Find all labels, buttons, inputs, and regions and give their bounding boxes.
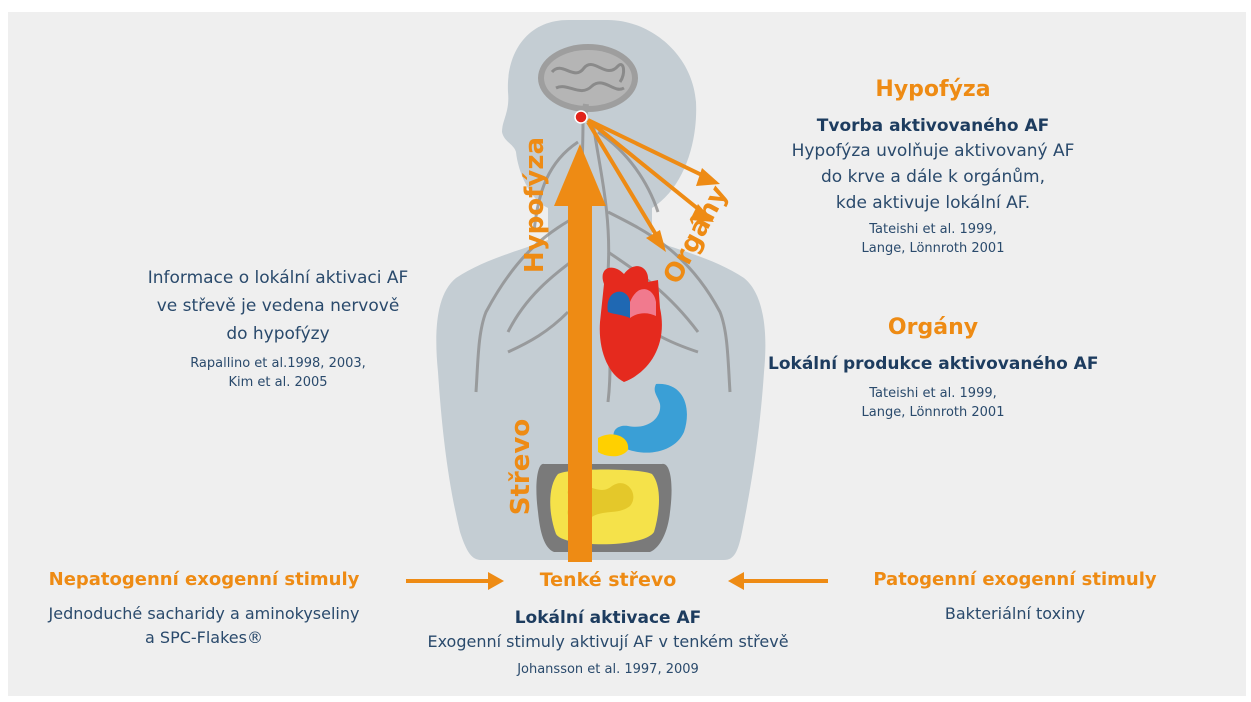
label-hypofyza-vertical: Hypofýza: [520, 130, 550, 280]
info-line-1: Informace o lokální aktivaci AF: [118, 264, 438, 292]
label-strevo: Střevo: [506, 412, 536, 522]
hypofyza-line-2: do krve a dále k orgánům,: [768, 164, 1098, 190]
organy-block: Orgány Lokální produkce aktivovaného AF …: [768, 314, 1098, 422]
diagram-canvas: Střevo Hypofýza Orgány Hypofýza Tvorba a…: [8, 12, 1246, 696]
hypofyza-subtitle: Tvorba aktivovaného AF: [768, 114, 1098, 138]
hypophysis-point: [575, 111, 587, 123]
intestines-icon: [536, 464, 671, 552]
info-block: Informace o lokální aktivaci AF ve střev…: [118, 264, 438, 392]
nepatogenni-line-2: a SPC-Flakes®: [12, 626, 396, 650]
info-line-2: ve střevě je vedena nervově: [118, 292, 438, 320]
hypofyza-ref-2: Lange, Lönnroth 2001: [768, 239, 1098, 258]
tenke-strevo-title: Tenké střevo: [398, 568, 818, 592]
info-line-3: do hypofýzy: [118, 320, 438, 348]
hypofyza-title: Hypofýza: [768, 76, 1098, 104]
hypofyza-ref-1: Tateishi et al. 1999,: [768, 220, 1098, 239]
organy-title: Orgány: [768, 314, 1098, 342]
tenke-strevo-block: Tenké střevo Lokální aktivace AF Exogenn…: [398, 568, 818, 679]
info-ref-2: Kim et al. 2005: [118, 373, 438, 392]
tenke-strevo-ref: Johansson et al. 1997, 2009: [398, 660, 818, 679]
nepatogenni-block: Nepatogenní exogenní stimuly Jednoduché …: [12, 568, 396, 650]
organy-ref-2: Lange, Lönnroth 2001: [768, 403, 1098, 422]
nepatogenni-title: Nepatogenní exogenní stimuly: [12, 568, 396, 592]
tenke-strevo-subtitle: Lokální aktivace AF: [398, 606, 818, 630]
info-ref-1: Rapallino et al.1998, 2003,: [118, 354, 438, 373]
hypofyza-block: Hypofýza Tvorba aktivovaného AF Hypofýza…: [768, 76, 1098, 258]
organy-subtitle: Lokální produkce aktivovaného AF: [768, 352, 1098, 376]
patogenni-block: Patogenní exogenní stimuly Bakteriální t…: [840, 568, 1190, 626]
patogenni-line: Bakteriální toxiny: [840, 602, 1190, 626]
organy-ref-1: Tateishi et al. 1999,: [768, 384, 1098, 403]
hypofyza-line-3: kde aktivuje lokální AF.: [768, 190, 1098, 216]
patogenni-title: Patogenní exogenní stimuly: [840, 568, 1190, 592]
nepatogenni-line-1: Jednoduché sacharidy a aminokyseliny: [12, 602, 396, 626]
tenke-strevo-line: Exogenní stimuly aktivují AF v tenkém st…: [398, 630, 818, 654]
hypofyza-line-1: Hypofýza uvolňuje aktivovaný AF: [768, 138, 1098, 164]
